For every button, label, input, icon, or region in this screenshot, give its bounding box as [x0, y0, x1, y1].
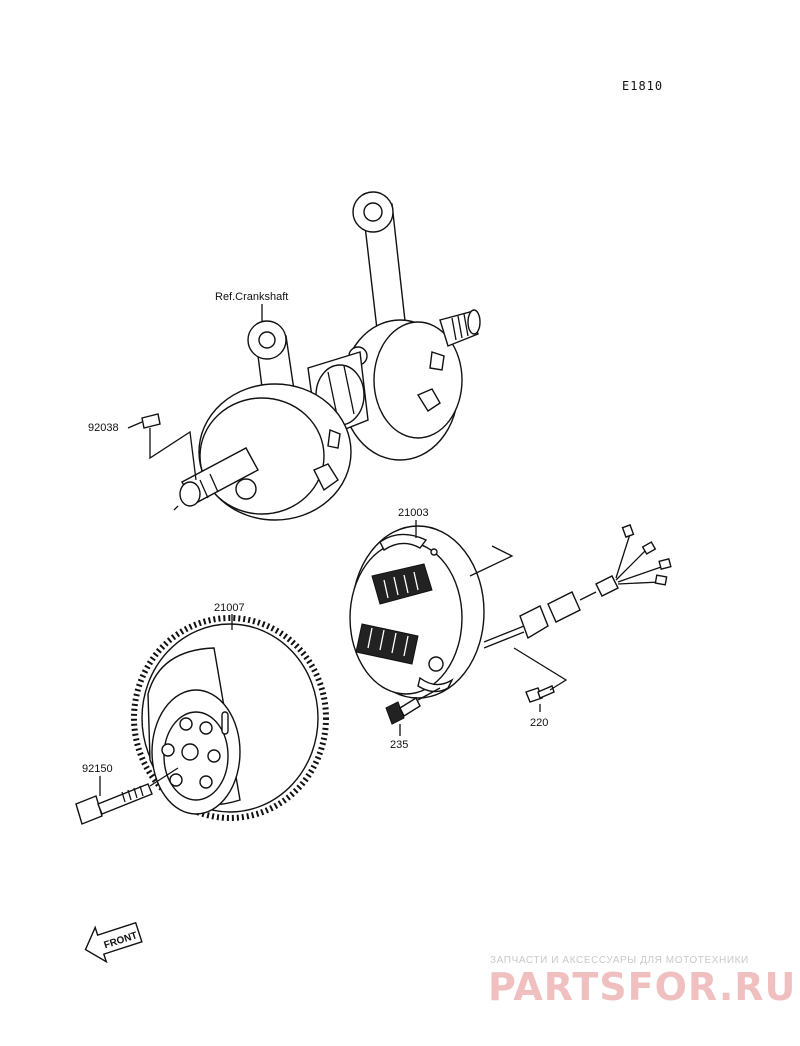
- crankshaft-front-shaft: [173, 447, 259, 511]
- connecting-rod-rear: [352, 191, 407, 339]
- screw-235: [385, 696, 421, 725]
- woodruff-key-92038: [141, 413, 161, 429]
- stator-coil-lower: [355, 623, 419, 665]
- label-235: 235: [390, 739, 408, 751]
- watermark-tagline: ЗАПЧАСТИ И АКСЕССУАРЫ ДЛЯ МОТОТЕХНИКИ: [490, 955, 749, 966]
- crankshaft-assembly: [173, 191, 481, 521]
- label-21007: 21007: [214, 602, 245, 614]
- watermark-brand: PARTSFOR.RU: [488, 965, 796, 1009]
- flywheel-bolt-92150: [75, 783, 153, 825]
- leader-220: [513, 647, 568, 712]
- diagram-code: E1810: [622, 79, 663, 93]
- flywheel-rotor: [131, 615, 329, 821]
- label-92038: 92038: [88, 422, 119, 434]
- crankshaft-rear-shaft: [439, 309, 481, 347]
- stator-wiring-harness: [483, 524, 672, 649]
- leader-235: [399, 687, 441, 736]
- stator-coil-upper: [371, 563, 433, 605]
- leader-21003: [415, 520, 514, 577]
- label-220: 220: [530, 717, 548, 729]
- label-ref-crankshaft: Ref.Crankshaft: [215, 291, 288, 303]
- crank-web-front: [198, 383, 352, 521]
- screw-220: [525, 685, 555, 703]
- leader-92038: [127, 421, 197, 481]
- front-arrow: FRONT: [84, 921, 143, 964]
- leader-92150: [99, 767, 179, 796]
- crank-web-rear: [341, 319, 463, 461]
- stator-assembly: [349, 525, 485, 699]
- label-92150: 92150: [82, 763, 113, 775]
- label-21003: 21003: [398, 507, 429, 519]
